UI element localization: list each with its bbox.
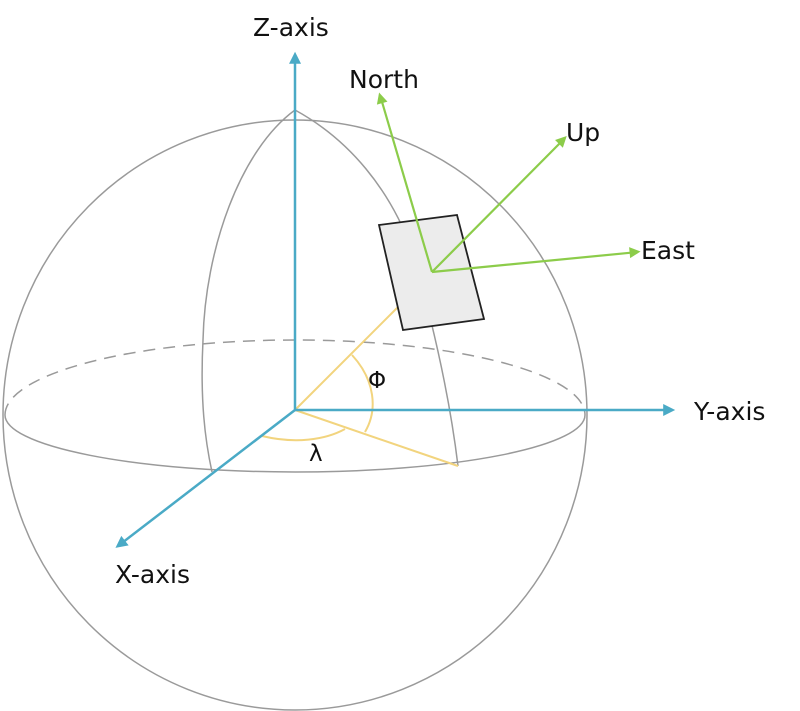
enu-axes bbox=[376, 92, 641, 274]
latitude-symbol: Φ bbox=[368, 368, 386, 394]
x-axis-arrow bbox=[115, 409, 296, 548]
east-label: East bbox=[641, 236, 695, 265]
equator-front bbox=[4, 414, 586, 473]
north-label: North bbox=[349, 65, 419, 94]
y-axis-label: Y-axis bbox=[693, 397, 765, 426]
longitude-symbol: λ bbox=[309, 441, 323, 467]
longitude-arc bbox=[261, 428, 346, 442]
east-arrow bbox=[431, 247, 641, 274]
latitude-arc bbox=[351, 354, 374, 433]
equatorial-projection bbox=[294, 409, 459, 467]
z-axis-label: Z-axis bbox=[253, 13, 329, 42]
north-arrow bbox=[376, 92, 434, 273]
axes bbox=[115, 51, 676, 548]
up-label: Up bbox=[566, 118, 600, 147]
meridian-left bbox=[201, 109, 296, 473]
tangent-plane bbox=[377, 214, 486, 332]
angle-lines bbox=[261, 304, 459, 467]
up-arrow bbox=[431, 136, 567, 273]
position-vector bbox=[294, 304, 401, 411]
x-axis-label: X-axis bbox=[115, 560, 190, 589]
